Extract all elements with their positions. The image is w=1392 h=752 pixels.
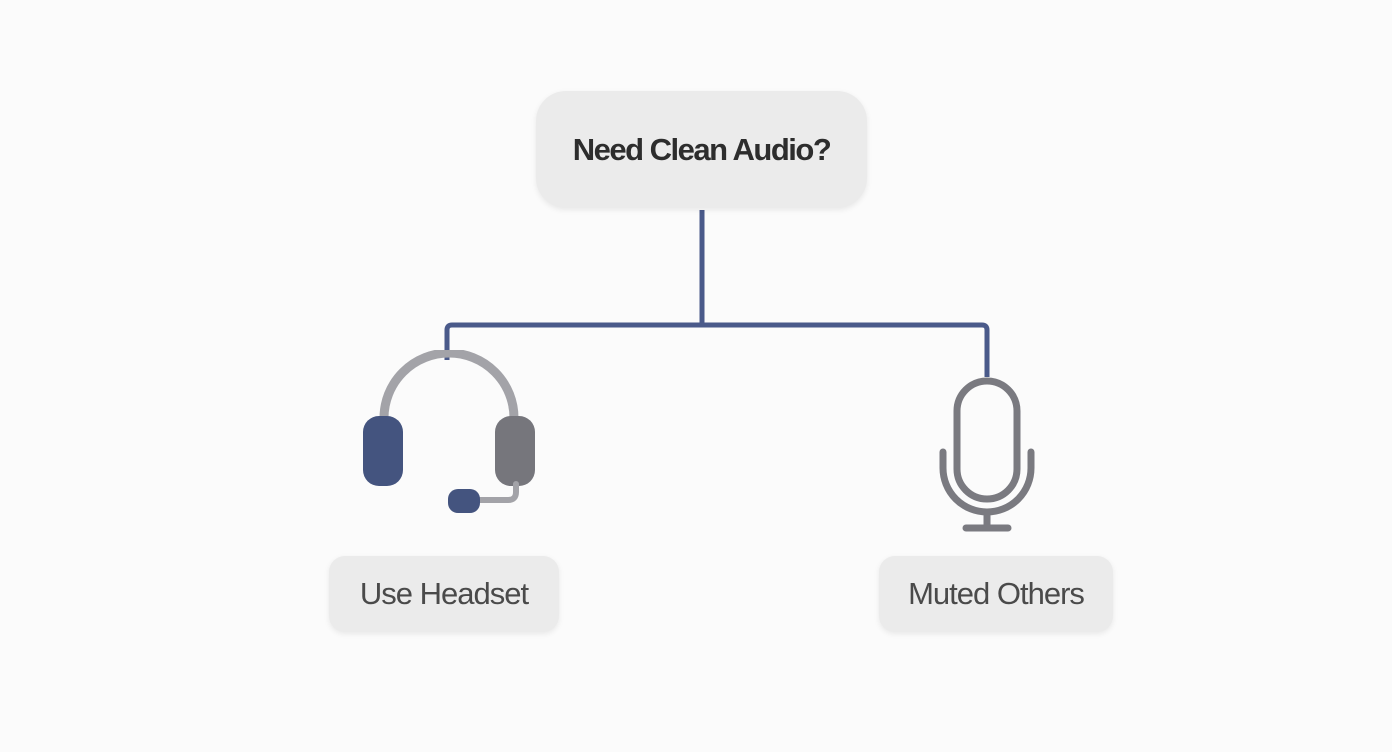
use-headset-label: Use Headset (359, 576, 529, 611)
muted-others-node: Muted Others (879, 556, 1113, 632)
root-label: Need Clean Audio? (572, 131, 832, 167)
root-decision-node: Need Clean Audio? (536, 91, 867, 208)
use-headset-node: Use Headset (329, 556, 559, 632)
microphone-icon (939, 377, 1035, 532)
muted-others-label: Muted Others (908, 576, 1085, 611)
headset-icon (363, 350, 535, 513)
